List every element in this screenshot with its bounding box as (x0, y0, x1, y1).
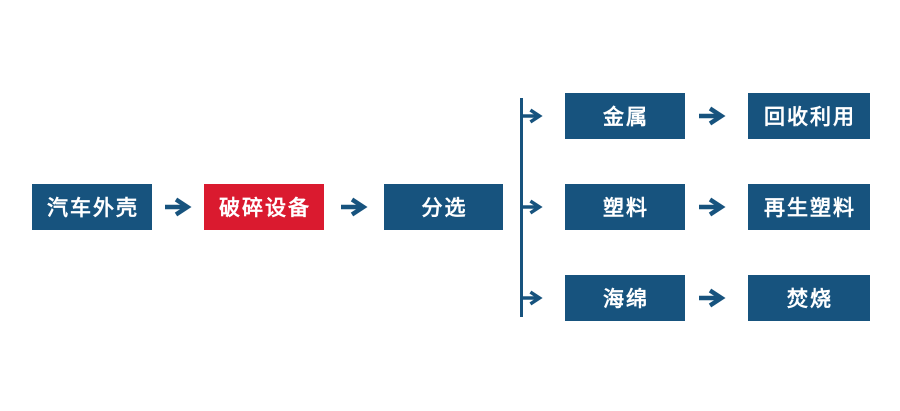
node-recycled-plastic-label: 再生塑料 (764, 197, 856, 220)
node-plastic: 塑料 (565, 184, 685, 230)
node-incineration-label: 焚烧 (787, 288, 833, 311)
node-metal-label: 金属 (603, 106, 649, 129)
branch-connector-line (520, 98, 523, 317)
node-crushing-equipment: 破碎设备 (204, 184, 324, 230)
arrow-right-icon (699, 288, 726, 308)
node-sponge-label: 海绵 (603, 288, 649, 311)
node-car-shell: 汽车外壳 (32, 184, 152, 230)
node-plastic-label: 塑料 (603, 197, 649, 220)
node-sorting-label: 分选 (421, 197, 468, 220)
node-car-shell-label: 汽车外壳 (47, 197, 139, 220)
arrow-right-icon (699, 197, 726, 217)
arrow-right-icon (521, 108, 543, 124)
node-recycled-plastic: 再生塑料 (748, 184, 870, 230)
node-metal: 金属 (565, 93, 685, 139)
arrow-right-icon (521, 290, 543, 306)
arrow-right-icon (341, 197, 368, 217)
arrow-right-icon (165, 197, 192, 217)
node-recycling: 回收利用 (748, 93, 870, 139)
node-crushing-equipment-label: 破碎设备 (219, 197, 311, 220)
node-sorting: 分选 (384, 184, 503, 230)
node-sponge: 海绵 (565, 275, 685, 321)
node-incineration: 焚烧 (748, 275, 870, 321)
arrow-right-icon (699, 106, 726, 126)
node-recycling-label: 回收利用 (764, 106, 856, 129)
arrow-right-icon (521, 199, 543, 215)
